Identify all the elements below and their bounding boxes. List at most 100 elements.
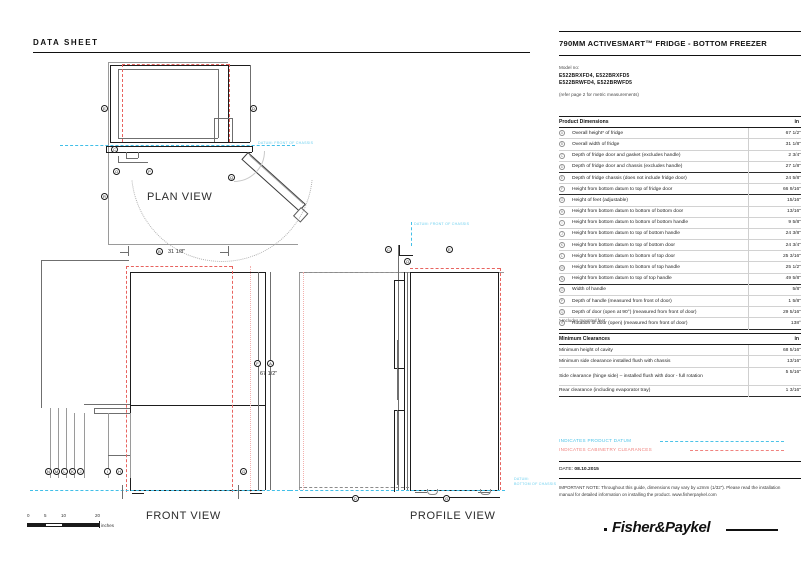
row-value: 5 5/16" xyxy=(748,367,801,386)
row-value: 25 3/16" xyxy=(748,250,801,262)
row-label: Depth of handle (measured from front of … xyxy=(572,298,672,304)
row-label: Depth of fridge door and gasket (exclude… xyxy=(572,153,681,159)
legend-datum-dash-line xyxy=(660,441,784,442)
callout-bubble-g: G xyxy=(240,468,247,475)
callout-bubble-a: A xyxy=(267,360,274,367)
callout-bubble-r: R xyxy=(101,193,108,200)
profile-view-label: PROFILE VIEW xyxy=(410,510,496,522)
page-title: DATA SHEET xyxy=(33,38,99,47)
dimensions-header-label: Product Dimensions xyxy=(559,115,749,129)
row-label: Overall height* of fridge xyxy=(572,130,624,136)
callout-bubble-p: P xyxy=(146,168,153,175)
table-row: M Height from bottom datum to bottom of … xyxy=(559,261,801,274)
callout-bubble-c2: C xyxy=(385,246,392,253)
legend-product-datum: INDICATES PRODUCT DATUM xyxy=(559,438,632,443)
clearances-header-label: Minimum Clearances xyxy=(559,332,749,346)
model-numbers-line-2: E522BRWFD4, E522BRWFD5 xyxy=(559,80,633,86)
callout-bubble-o: O xyxy=(113,168,120,175)
row-label: Depth of fridge door and chassis (exclud… xyxy=(572,164,683,170)
table-row: C Depth of fridge door and gasket (exclu… xyxy=(559,150,801,162)
row-value: 67 1/2" xyxy=(748,127,801,139)
legend-clearance-dash-line xyxy=(690,450,784,451)
scale-tick-10: 10 xyxy=(61,513,67,518)
brand-mark-dot xyxy=(604,528,607,531)
table-row: Rear clearance (including evaporator tra… xyxy=(559,385,801,397)
drawings-panel: DATA SHEET xyxy=(27,38,556,528)
row-value: 31 1/8" xyxy=(748,138,801,151)
row-value: 138° xyxy=(748,317,801,330)
scale-tick-20: 20 xyxy=(95,513,101,518)
row-label: Depth of fridge chassis (does not includ… xyxy=(572,175,687,181)
row-mark: I xyxy=(559,217,572,228)
row-label: Overall width of fridge xyxy=(572,141,620,147)
row-value: 29 5/16" xyxy=(748,306,801,318)
table-row: E Depth of fridge chassis (does not incl… xyxy=(559,172,801,184)
model-caption: Model no: xyxy=(559,65,580,70)
callout-bubble-h: H xyxy=(116,468,123,475)
row-mark: F xyxy=(559,186,565,193)
callout-bubble-m: M xyxy=(53,468,60,475)
row-label: Depth of door (open at 90°) (measured fr… xyxy=(572,309,697,315)
row-label: Height from bottom datum to top of fridg… xyxy=(572,186,673,192)
legend-cabinetry-clearances: INDICATES CABINETRY CLEARANCES xyxy=(559,447,652,452)
table-row: O Width of handle 5/8" xyxy=(559,284,801,296)
callout-bubble-q: Q xyxy=(228,174,235,181)
datum-front-chassis-label-profile: DATUM: FRONT OF CHASSIS xyxy=(414,222,470,226)
table-row: Side clearance (hinge side) – installed … xyxy=(559,367,801,386)
row-mark: P xyxy=(559,298,565,305)
plan-view-label: PLAN VIEW xyxy=(147,191,213,203)
row-label: Height from bottom datum to top of botto… xyxy=(572,231,680,237)
callout-bubble-f: F xyxy=(254,360,261,367)
row-value: 24 3/8" xyxy=(748,228,801,240)
row-value: 9 5/8" xyxy=(748,217,801,229)
row-mark: B xyxy=(559,141,565,148)
row-label: Height from bottom datum to bottom of to… xyxy=(572,265,680,271)
table-row: Q Depth of door (open at 90°) (measured … xyxy=(559,306,801,318)
callout-bubble-d2: D xyxy=(352,495,359,502)
row-value: 2 3/4" xyxy=(748,150,801,162)
row-label: Height from bottom datum to bottom of bo… xyxy=(572,220,689,226)
row-mark: C xyxy=(559,152,565,159)
row-mark: Q xyxy=(559,309,565,316)
table-row: A Overall height* of fridge 67 1/2" xyxy=(559,127,801,139)
brand-underline xyxy=(726,529,778,531)
callout-bubble-e: E xyxy=(101,105,108,112)
datum-bottom-chassis-label-line2: BOTTOM OF CHASSIS xyxy=(514,482,557,486)
callout-height-text: 67 1/2" xyxy=(260,371,278,377)
callout-bubble-b: B xyxy=(156,248,163,255)
row-label: Height from bottom datum to bottom of bo… xyxy=(572,209,684,215)
row-value: 13/16" xyxy=(748,206,801,218)
date-value: 08.10.2015 xyxy=(574,467,599,472)
row-value: 24 3/4" xyxy=(748,239,801,251)
table-row: L Height from bottom datum to bottom of … xyxy=(559,250,801,262)
table-row: D Depth of fridge door and chassis (excl… xyxy=(559,161,801,173)
table-row: K Height from bottom datum to top of bot… xyxy=(559,239,801,251)
row-value: 49 5/8" xyxy=(748,273,801,285)
spec-panel: 790MM ACTIVESMART™ FRIDGE - BOTTOM FREEZ… xyxy=(552,0,802,567)
metric-reference-note: (refer page 2 for metric measurements) xyxy=(559,92,639,97)
callout-bubble-i: I xyxy=(104,468,111,475)
table-row: P Depth of handle (measured from front o… xyxy=(559,295,801,307)
row-value: 1 3/16" xyxy=(748,385,801,397)
row-value: 25 1/2" xyxy=(748,261,801,274)
row-value: 15/16" xyxy=(748,194,801,206)
minimum-clearances-table: Minimum Clearances in Minimum height of … xyxy=(559,332,801,397)
datum-front-chassis-label-plan: DATUM: FRONT OF CHASSIS xyxy=(258,141,314,145)
row-label: Height from bottom datum to top of botto… xyxy=(572,242,676,248)
title-divider xyxy=(33,52,530,53)
row-mark: M xyxy=(559,264,565,271)
callout-width-text: 31 1/8" xyxy=(168,249,186,255)
product-heading: 790MM ACTIVESMART™ FRIDGE - BOTTOM FREEZ… xyxy=(559,39,767,48)
row-mark: G xyxy=(559,197,565,204)
date-line: DATE: 08.10.2015 xyxy=(559,467,599,472)
important-note: IMPORTANT NOTE: Throughout this guide, d… xyxy=(559,485,781,498)
table-row: H Height from bottom datum to bottom of … xyxy=(559,206,801,218)
callout-bubble-o2: O xyxy=(404,258,411,265)
row-mark: L xyxy=(559,253,565,260)
row-label: Width of handle xyxy=(572,287,606,293)
table-row: R Rotation of door (open) (measured from… xyxy=(559,317,801,330)
row-mark: J xyxy=(559,228,572,239)
callout-bubble-l: L xyxy=(61,468,68,475)
brand-logo: Fisher&Paykel xyxy=(612,519,711,536)
row-mark: H xyxy=(559,208,565,215)
